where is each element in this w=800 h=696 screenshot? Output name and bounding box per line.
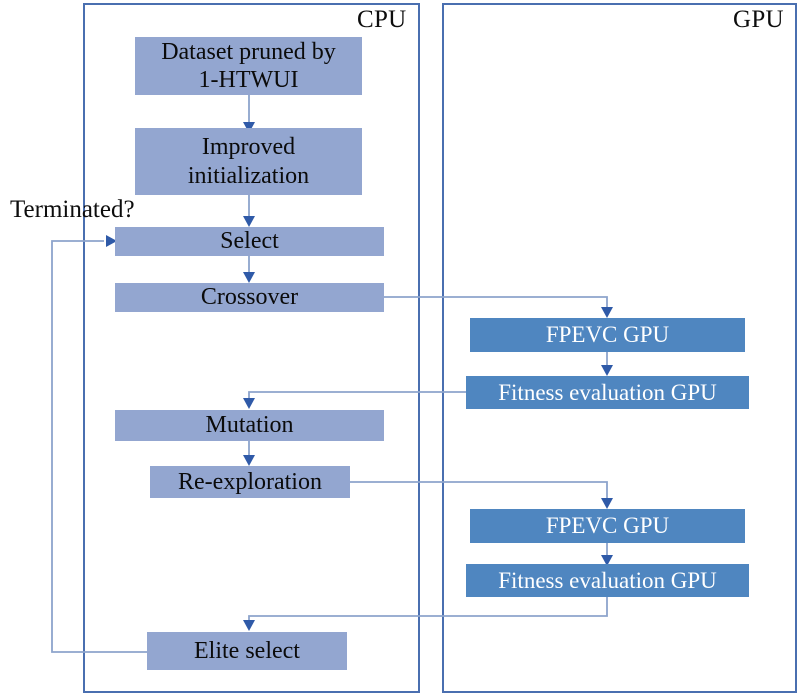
node-re-exploration[interactable]: Re-exploration [150, 466, 350, 498]
node-fitness-evaluation-gpu-2[interactable]: Fitness evaluation GPU [466, 564, 749, 597]
terminated-label: Terminated? [10, 196, 135, 223]
cpu-panel-label: CPU [357, 6, 407, 33]
cpu-panel [83, 3, 420, 693]
node-dataset-pruned[interactable]: Dataset pruned by 1-HTWUI [135, 37, 362, 95]
node-fpevc-gpu-1[interactable]: FPEVC GPU [470, 318, 745, 352]
gpu-panel-label: GPU [733, 6, 784, 33]
gpu-panel [442, 3, 797, 693]
node-select[interactable]: Select [115, 227, 384, 256]
node-improved-initialization[interactable]: Improved initialization [135, 128, 362, 195]
node-mutation[interactable]: Mutation [115, 410, 384, 441]
node-fpevc-gpu-2[interactable]: FPEVC GPU [470, 509, 745, 543]
node-fitness-evaluation-gpu-1[interactable]: Fitness evaluation GPU [466, 376, 749, 409]
node-elite-select[interactable]: Elite select [147, 632, 347, 670]
node-crossover[interactable]: Crossover [115, 283, 384, 312]
